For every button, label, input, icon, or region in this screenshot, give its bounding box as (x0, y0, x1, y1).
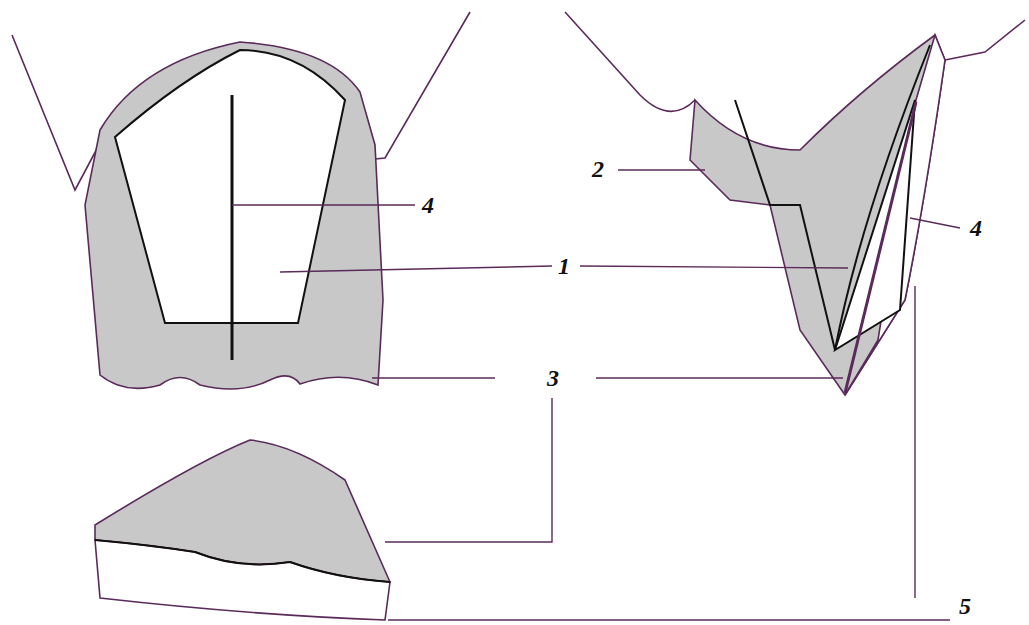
facing-line (845, 102, 916, 393)
section-outline (690, 35, 945, 395)
shoulder-line (735, 100, 835, 350)
callout-number: 4 (968, 216, 984, 240)
incisal-facing (95, 540, 390, 620)
gum-line (365, 12, 470, 160)
gum-line (565, 12, 695, 111)
inner-line (835, 45, 930, 350)
stump-section (835, 100, 915, 350)
callout-number: 2 (590, 157, 606, 181)
callout-number: 3 (545, 366, 561, 390)
gum-line (945, 20, 1025, 60)
crown-outline (85, 42, 383, 389)
preparation-stump (115, 50, 345, 323)
callout-number: 1 (556, 254, 572, 278)
incisal-boundary (95, 540, 390, 582)
axis-line (231, 95, 234, 360)
callout-number: 4 (420, 193, 436, 217)
leader-lines (232, 170, 960, 620)
callout-number: 5 (957, 594, 973, 618)
